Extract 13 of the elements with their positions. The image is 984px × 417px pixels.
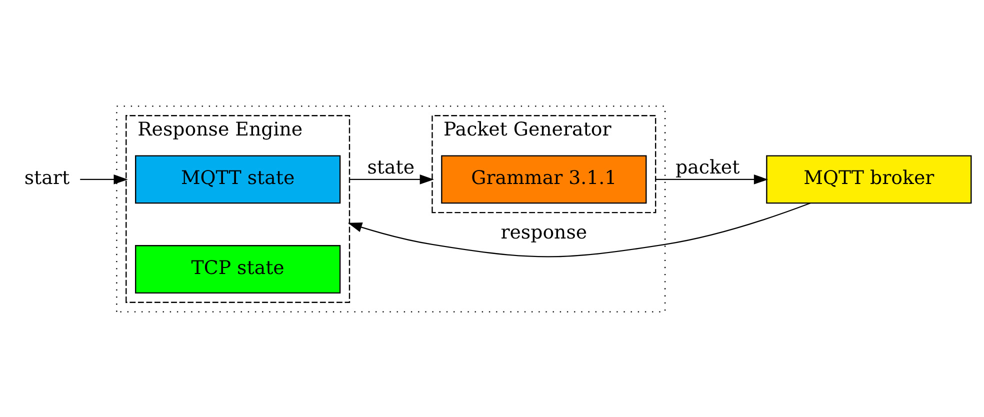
edge-label: state bbox=[366, 156, 414, 178]
node-box: TCP state bbox=[134, 244, 340, 293]
node-box: MQTT state bbox=[134, 154, 340, 204]
edge-label: packet bbox=[675, 156, 740, 178]
arrow bbox=[655, 174, 768, 184]
cluster bbox=[116, 105, 666, 312]
arrow bbox=[347, 202, 810, 257]
edge-label: response bbox=[500, 220, 587, 243]
node-box: MQTT broker bbox=[766, 154, 972, 204]
node-box: Grammar 3.1.1 bbox=[440, 154, 646, 204]
arrow bbox=[349, 174, 434, 184]
node-text: start bbox=[24, 166, 70, 188]
arrow bbox=[80, 174, 128, 184]
